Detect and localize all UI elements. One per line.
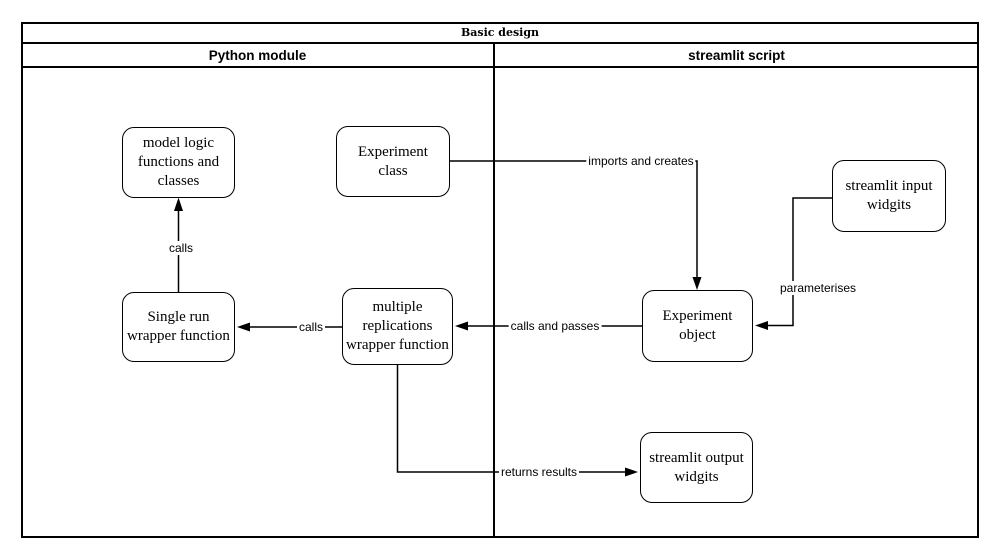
- diagram-title: Basic design: [460, 25, 540, 39]
- edge-label-calls-single-run: calls: [296, 320, 326, 334]
- node-experiment-class: Experiment class: [336, 126, 450, 197]
- node-multiple-replications-wrapper: multiple replications wrapper function: [342, 288, 453, 365]
- arrowhead-down-icon: [692, 277, 702, 290]
- arrowhead-left-icon: [755, 321, 768, 330]
- edge-label-parameterises: parameterises: [777, 281, 859, 295]
- node-single-run-wrapper: Single run wrapper function: [122, 292, 235, 362]
- arrowhead-right-icon: [625, 467, 638, 477]
- arrowhead-left-icon: [455, 321, 468, 331]
- header-separator: [21, 66, 979, 68]
- node-streamlit-input-widgits: streamlit input widgits: [832, 160, 946, 232]
- edge-label-returns-results: returns results: [498, 465, 580, 479]
- edge-imports-and-creates: [450, 160, 702, 290]
- diagram-frame: [21, 22, 979, 538]
- edge-label-imports-and-creates: imports and creates: [586, 154, 696, 168]
- arrowhead-left-icon: [237, 322, 250, 332]
- title-separator: [21, 42, 979, 44]
- edge-returns-results: [396, 365, 638, 477]
- column-divider: [493, 42, 495, 538]
- edge-label-calls-and-passes: calls and passes: [508, 319, 602, 333]
- node-model-logic: model logic functions and classes: [122, 127, 235, 198]
- column-header-streamlit-script: streamlit script: [688, 47, 785, 63]
- edge-parameterises: [755, 197, 832, 330]
- node-experiment-object: Experiment object: [642, 290, 753, 362]
- column-header-python-module: Python module: [208, 47, 307, 63]
- node-streamlit-output-widgits: streamlit output widgits: [640, 432, 753, 503]
- edge-label-calls-model-logic: calls: [166, 241, 196, 255]
- arrowhead-up-icon: [174, 197, 183, 211]
- edge-calls-to-single-run: [237, 322, 342, 332]
